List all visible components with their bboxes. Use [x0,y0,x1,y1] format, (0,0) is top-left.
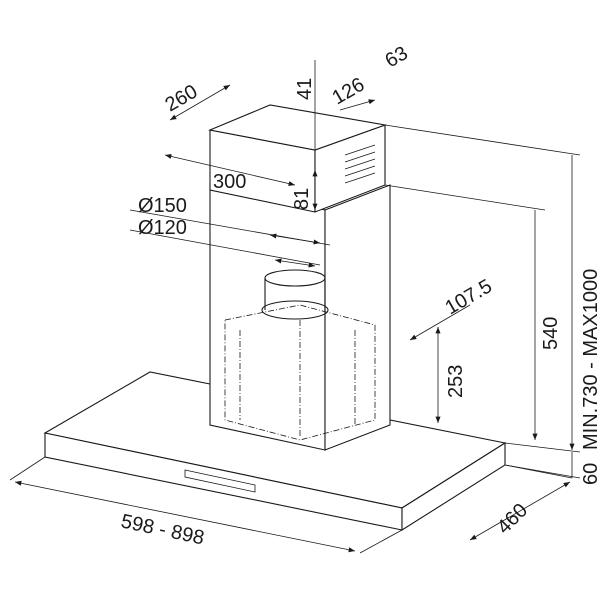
label-260: 260 [162,81,202,117]
label-41: 41 [294,78,316,100]
label-81: 81 [291,188,313,210]
label-253: 253 [445,365,467,398]
label-107-5: 107.5 [442,275,496,319]
label-total-height: MIN.730 - MAX1000 [580,269,602,450]
label-d150: Ø150 [138,195,187,217]
label-d120: Ø120 [138,217,187,239]
label-540: 540 [540,317,562,350]
label-460: 460 [493,499,532,538]
lower-chimney [209,184,391,451]
dimension-lines [9,60,581,554]
motor-housing [224,269,376,441]
label-60: 60 [580,463,602,485]
label-63: 63 [382,42,412,72]
label-300: 300 [213,171,246,193]
label-width: 598 - 898 [119,510,206,549]
